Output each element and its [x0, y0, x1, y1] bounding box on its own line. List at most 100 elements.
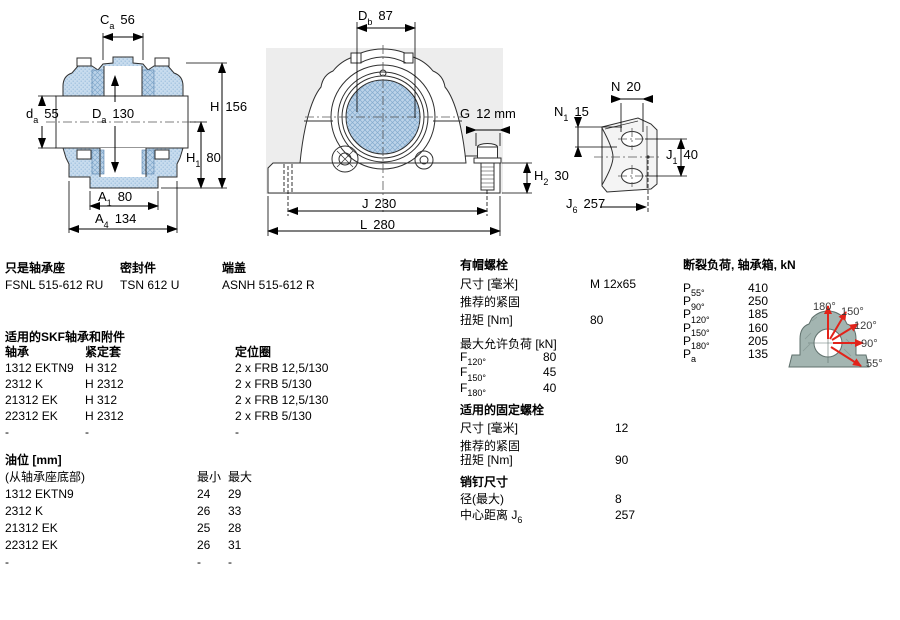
- table-cell: 29: [228, 487, 242, 501]
- oil-level-col-name: (从轴承座底部) 1312 EKTN9 2312 K 21312 EK 2231…: [5, 469, 85, 571]
- table-cell: -: [5, 555, 9, 569]
- table-cell: 31: [228, 538, 242, 552]
- table-cell: H 2312: [85, 377, 124, 391]
- load-value: 410: [748, 281, 769, 295]
- load-value: 250: [748, 294, 769, 309]
- breaking-loads-values: 410 250 185 160 205 135: [748, 281, 769, 361]
- oil-level-col-min: 最小 24 26 25 26 -: [197, 469, 221, 571]
- table-cell: 2 x FRB 12,5/130: [235, 393, 329, 407]
- table-cell: 24: [197, 487, 211, 501]
- fixing-bolts-size-value: 12: [615, 421, 629, 435]
- table-cell: 1312 EKTN9: [5, 487, 74, 501]
- angle-label-180: 180°: [813, 301, 836, 313]
- breaking-loads-labels: P55° P90° P120° P150° P180° Pa: [683, 281, 710, 365]
- table-cell: 2 x FRB 12,5/130: [235, 361, 329, 375]
- table-cell: 22312 EK: [5, 409, 58, 423]
- load-direction-label: Pa: [683, 346, 697, 365]
- oil-level-title: 油位 [mm]: [5, 453, 62, 467]
- fixing-bolts-torque-value: 90: [615, 453, 629, 467]
- table-cell: 28: [228, 521, 242, 535]
- table-cell: 25: [197, 521, 211, 535]
- table-cell: 21312 EK: [5, 393, 58, 407]
- table-cell: 22312 EK: [5, 538, 58, 552]
- bearings-col-sleeve: 紧定套 H 312 H 2312 H 312 H 2312 -: [85, 344, 124, 440]
- table-cell: 1312 EKTN9: [5, 361, 74, 375]
- load-value: 160: [748, 320, 769, 335]
- fixing-bolts-rec-label: 推荐的紧固: [460, 439, 521, 453]
- load-direction-arrows: [824, 305, 864, 367]
- load-direction-label: F120°: [460, 350, 486, 368]
- load-direction-label: F150°: [460, 365, 486, 383]
- bearings-col-rings: 定位圈 2 x FRB 12,5/130 2 x FRB 5/130 2 x F…: [235, 344, 328, 440]
- pin-center-distance-value: 257: [615, 508, 636, 522]
- table-cell: H 2312: [85, 409, 124, 423]
- seal-label: 密封件: [120, 261, 157, 275]
- pin-diameter-label: 径(最大): [460, 492, 504, 506]
- table-cell: -: [197, 555, 201, 569]
- table-cell: -: [85, 425, 89, 439]
- column-header-min: 最小: [197, 470, 222, 484]
- angle-label-90: 90°: [861, 338, 878, 350]
- breaking-loads-title: 断裂负荷, 轴承箱, kN: [683, 258, 796, 272]
- load-direction-label: P150°: [683, 320, 710, 338]
- table-cell: 33: [228, 504, 242, 518]
- angle-label-55: 55°: [866, 358, 883, 370]
- table-cell: 2 x FRB 5/130: [235, 409, 312, 423]
- column-header-sleeve: 紧定套: [85, 345, 122, 359]
- load-direction-label: P55°: [683, 281, 705, 299]
- fixing-bolts-torque-label: 扭矩 [Nm]: [460, 453, 513, 467]
- bearings-table-title: 适用的SKF轴承和附件: [5, 330, 126, 344]
- load-direction-label: P90°: [683, 294, 705, 312]
- technical-drawings: [38, 22, 687, 236]
- load-direction-label: P120°: [683, 307, 710, 325]
- cap-bolts-size-value: M 12x65: [590, 277, 637, 291]
- angle-label-120: 120°: [854, 320, 877, 332]
- housing-only-value: FSNL 515-612 RU: [5, 278, 104, 292]
- table-cell: 26: [197, 538, 211, 552]
- seal-value: TSN 612 U: [120, 278, 180, 292]
- front-view-drawing: [266, 22, 532, 236]
- load-direction-diagram: [788, 305, 870, 368]
- table-cell: 2312 K: [5, 504, 44, 518]
- table-cell: -: [5, 425, 9, 439]
- load-value: 40: [543, 380, 557, 395]
- section-view-drawing: [38, 33, 227, 233]
- load-value: 45: [543, 365, 557, 380]
- housing-only-label: 只是轴承座: [5, 261, 66, 275]
- cap-bolts-rec-label: 推荐的紧固: [460, 295, 521, 309]
- cap-bolts-size-label: 尺寸 [毫米]: [460, 277, 519, 291]
- oil-level-subtitle: (从轴承座底部): [5, 470, 85, 484]
- cap-bolts-torque-label: 扭矩 [Nm]: [460, 313, 513, 327]
- cap-bolts-torque-value: 80: [590, 313, 604, 327]
- fixing-bolts-title: 适用的固定螺栓: [460, 403, 545, 417]
- angle-label-150: 150°: [841, 306, 864, 318]
- column-header-max: 最大: [228, 470, 253, 484]
- table-cell: 2312 K: [5, 377, 44, 391]
- load-value: 80: [543, 350, 557, 364]
- end-cover-value: ASNH 515-612 R: [222, 278, 315, 292]
- cap-bolts-title: 有帽螺栓: [460, 258, 509, 272]
- table-cell: 2 x FRB 5/130: [235, 377, 312, 391]
- column-header-rings: 定位圈: [235, 345, 272, 359]
- load-value: 205: [748, 333, 769, 348]
- load-value: 185: [748, 307, 769, 322]
- max-loads-values: 80 45 40: [543, 350, 556, 396]
- side-view-drawing: [574, 95, 687, 213]
- table-cell: H 312: [85, 361, 118, 375]
- end-cover-label: 端盖: [222, 261, 247, 275]
- oil-level-col-max: 最大 29 33 28 31 -: [228, 469, 252, 571]
